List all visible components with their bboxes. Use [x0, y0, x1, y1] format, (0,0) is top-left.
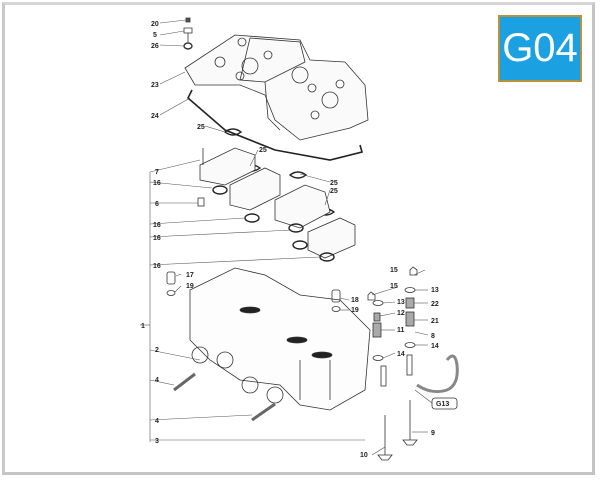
label-16: 16	[153, 180, 161, 187]
label-6: 6	[155, 201, 159, 208]
label-12: 12	[397, 310, 405, 317]
label-22: 22	[431, 301, 439, 308]
label-3: 3	[155, 438, 159, 445]
cover-bolt	[183, 17, 193, 50]
valve-train	[367, 266, 418, 461]
label-26: 26	[151, 43, 159, 50]
label-15: 15	[390, 267, 398, 274]
label-14: 14	[397, 351, 405, 358]
label-21: 21	[431, 318, 439, 325]
label-16: 16	[153, 222, 161, 229]
label-10: 10	[360, 452, 368, 459]
label-8: 8	[431, 333, 435, 340]
label-9: 9	[431, 430, 435, 437]
cover-gasket	[187, 89, 363, 161]
label-25: 25	[197, 124, 205, 131]
label-16: 16	[153, 263, 161, 270]
camshaft-caps	[197, 147, 356, 259]
section-badge: G04	[498, 15, 582, 82]
label-1: 1	[141, 323, 145, 330]
part-labels: 20 5 26 23 24 25 25 25 25 7 16 6 16 16 1…	[141, 21, 449, 459]
label-17: 17	[186, 272, 194, 279]
label-4: 4	[155, 418, 159, 425]
label-19: 19	[186, 283, 194, 290]
label-4: 4	[155, 377, 159, 384]
label-19: 19	[351, 307, 359, 314]
section-code: G04	[502, 26, 578, 70]
label-5: 5	[153, 32, 157, 39]
label-2: 2	[155, 347, 159, 354]
valve-cover	[184, 34, 369, 141]
cylinder-head	[189, 267, 371, 411]
label-25: 25	[330, 180, 338, 187]
label-25: 25	[330, 188, 338, 195]
label-13: 13	[431, 287, 439, 294]
label-7: 7	[155, 169, 159, 176]
label-23: 23	[151, 82, 159, 89]
label-11: 11	[397, 327, 405, 334]
label-15: 15	[390, 283, 398, 290]
label-13: 13	[397, 299, 405, 306]
label-25: 25	[259, 147, 267, 154]
label-24: 24	[151, 113, 159, 120]
label-18: 18	[351, 297, 359, 304]
reference-g13[interactable]: G13	[436, 401, 449, 408]
label-14: 14	[431, 343, 439, 350]
label-16: 16	[153, 235, 161, 242]
label-20: 20	[151, 21, 159, 28]
